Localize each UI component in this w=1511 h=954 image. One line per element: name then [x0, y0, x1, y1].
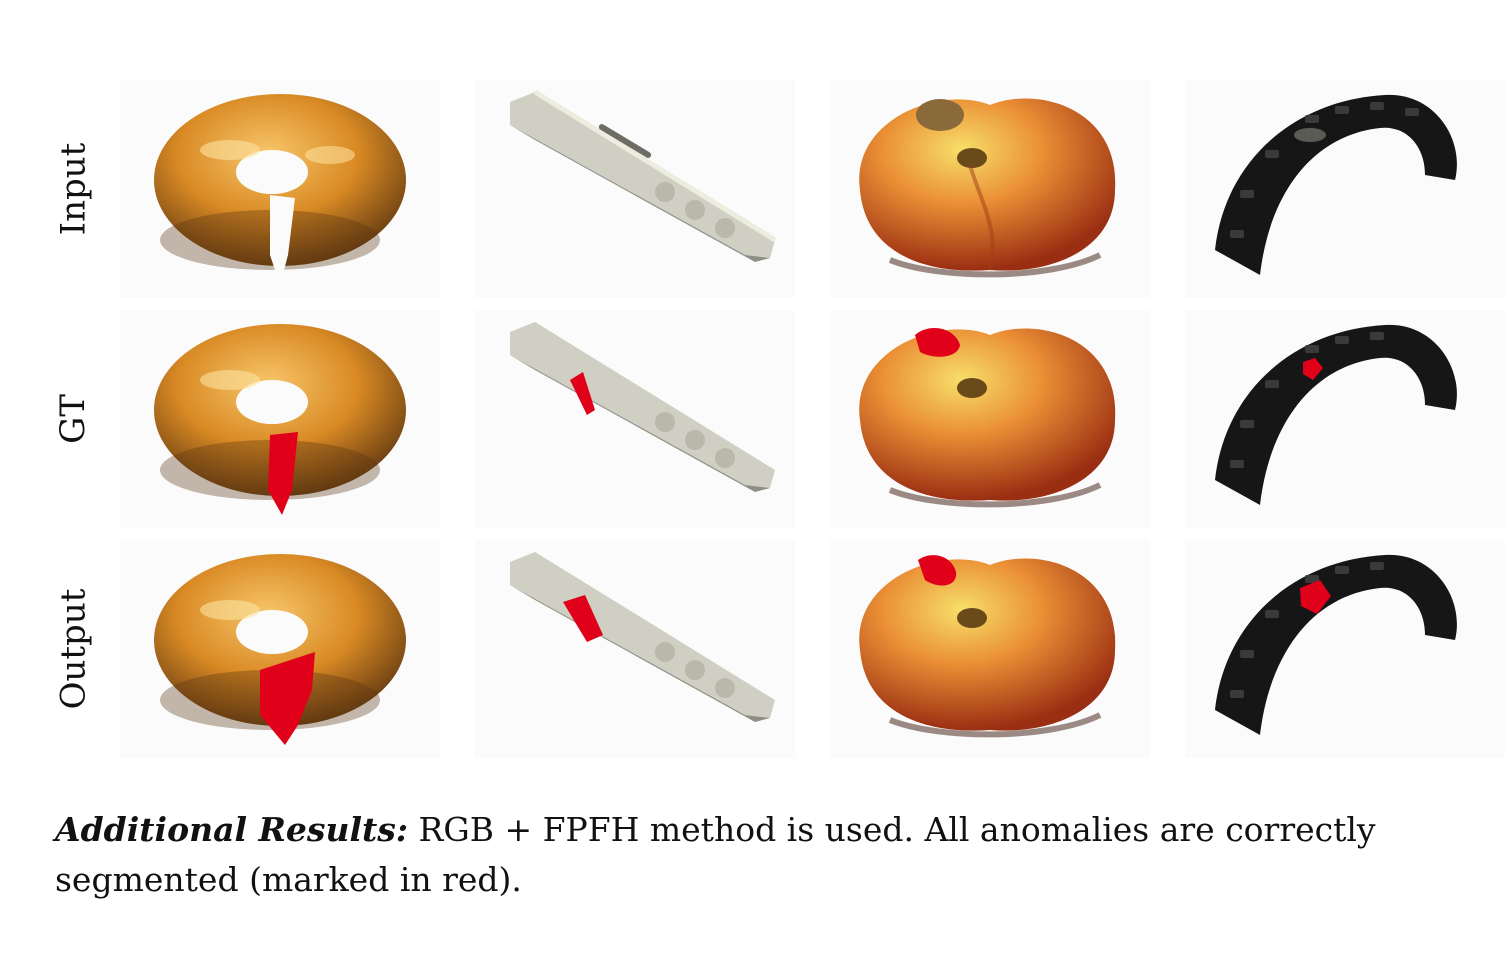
input-bagel-image: [120, 80, 440, 298]
input-peach-image: [830, 80, 1150, 298]
row-label-gt: GT: [53, 394, 93, 444]
output-peach-image: [830, 540, 1150, 758]
input-tire-image: [1185, 80, 1505, 298]
output-dowel-image: [475, 540, 795, 758]
row-label-output: Output: [53, 588, 94, 710]
gt-peach-image: [830, 310, 1150, 528]
caption-lead: Additional Results:: [55, 810, 409, 849]
output-bagel-image: [120, 540, 440, 758]
gt-dowel-image: [475, 310, 795, 528]
gt-bagel-image: [120, 310, 440, 528]
results-figure: Input GT Output: [53, 80, 1505, 758]
caption-text: RGB + FPFH method is used. All anomalies…: [55, 810, 1376, 899]
row-label-input: Input: [53, 142, 93, 236]
gt-tire-image: [1185, 310, 1505, 528]
input-dowel-image: [475, 80, 795, 298]
figure-caption: Additional Results: RGB + FPFH method is…: [55, 805, 1465, 905]
output-tire-image: [1185, 540, 1505, 758]
